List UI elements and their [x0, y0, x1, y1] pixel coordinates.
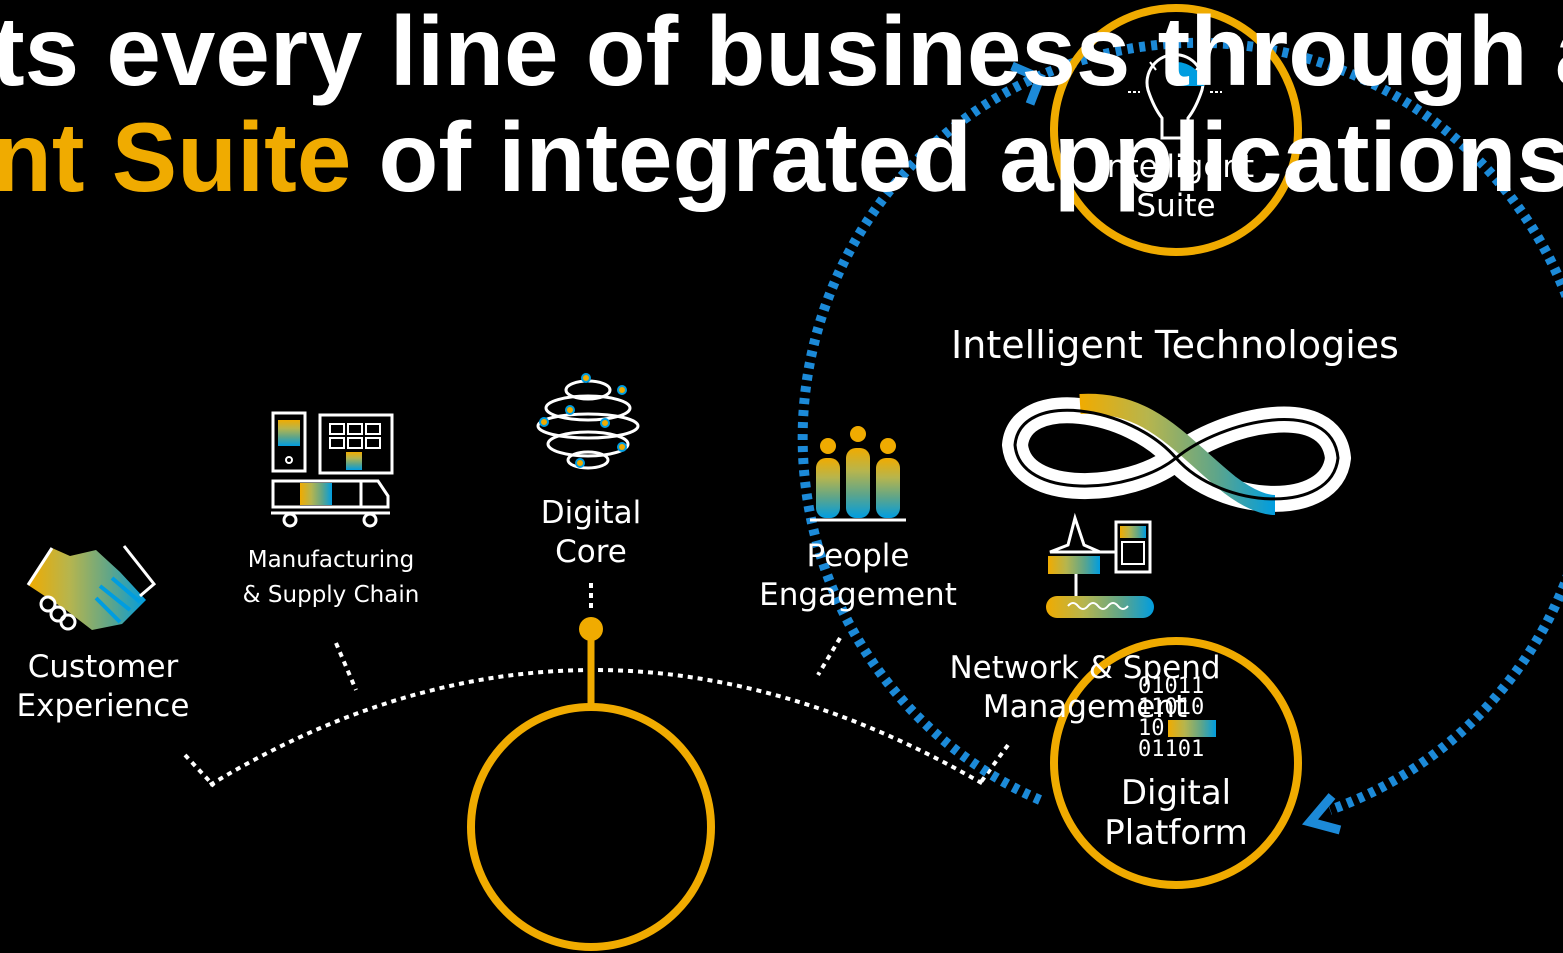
network-spend-icon: [1046, 512, 1154, 618]
digital-core-ring: [467, 703, 715, 951]
people-icon: [810, 426, 906, 522]
cycle-arrowhead-bottom: [1301, 793, 1342, 835]
binary-line-2: 11010: [1138, 695, 1204, 720]
handshake-icon: [26, 545, 157, 631]
line-of-business-arc: [208, 668, 987, 787]
digital-platform-line-1: Digital: [1120, 773, 1232, 813]
intelligent-suite-label: Intelligent Suite: [1076, 148, 1276, 226]
digital-core-label: Digital Core: [510, 494, 672, 572]
infinity-icon: [1001, 393, 1352, 515]
tick-people: [816, 636, 842, 677]
binary-line-1: 01011: [1138, 674, 1204, 699]
customer-experience-label: Customer Experience: [8, 648, 198, 726]
title-accent: nt Suite: [0, 102, 352, 212]
intelligent-suite-line-2: Suite: [1136, 187, 1216, 224]
digital-core-line-2: Core: [555, 533, 627, 570]
manufacturing-label: Manufacturing & Supply Chain: [226, 543, 436, 612]
digital-core-line-1: Digital: [540, 495, 642, 531]
binary-line-4: 01101: [1138, 737, 1204, 762]
cycle-arrowhead-top: [1010, 61, 1046, 106]
manufacturing-line-1: Manufacturing: [247, 547, 415, 573]
intelligent-technologies-label: Intelligent Technologies: [951, 323, 1399, 367]
manufacturing-line-2: & Supply Chain: [242, 581, 420, 608]
people-engagement-label: People Engagement: [748, 537, 968, 615]
lightbulb-icon: [1128, 53, 1222, 140]
network-spend-label: Network & Spend Management: [930, 649, 1240, 727]
people-engagement-line-2: Engagement: [759, 576, 957, 613]
intelligent-suite-ring: [1050, 4, 1302, 256]
tick-manufacturing: [334, 642, 358, 691]
digital-platform-line-2: Platform: [1104, 813, 1248, 854]
page-title-line-2: nt Suite of integrated applications: [0, 108, 1563, 206]
tick-customer: [183, 753, 216, 788]
binary-data-icon: 01011 11010 10 01101: [1138, 674, 1216, 762]
network-spend-line-1: Network & Spend: [949, 650, 1221, 686]
intelligent-suite-line-1: Intelligent: [1097, 149, 1255, 185]
globe-core-icon: [536, 373, 640, 470]
digital-platform-label: Digital Platform: [1076, 773, 1276, 853]
people-engagement-line-1: People: [806, 538, 910, 574]
tick-network: [979, 743, 1010, 784]
intelligent-enterprise-cycle-arrow: [797, 37, 1563, 815]
title-rest: of integrated applications: [351, 102, 1563, 212]
page-title-line-1: ts every line of business through a: [0, 0, 1563, 106]
customer-experience-line-1: Customer: [27, 649, 179, 685]
customer-experience-line-2: Experience: [16, 687, 190, 724]
network-spend-line-2: Management: [982, 688, 1188, 725]
binary-line-3: 10: [1138, 716, 1165, 741]
digital-platform-ring: [1050, 637, 1302, 889]
factory-truck-icon: [271, 411, 394, 528]
